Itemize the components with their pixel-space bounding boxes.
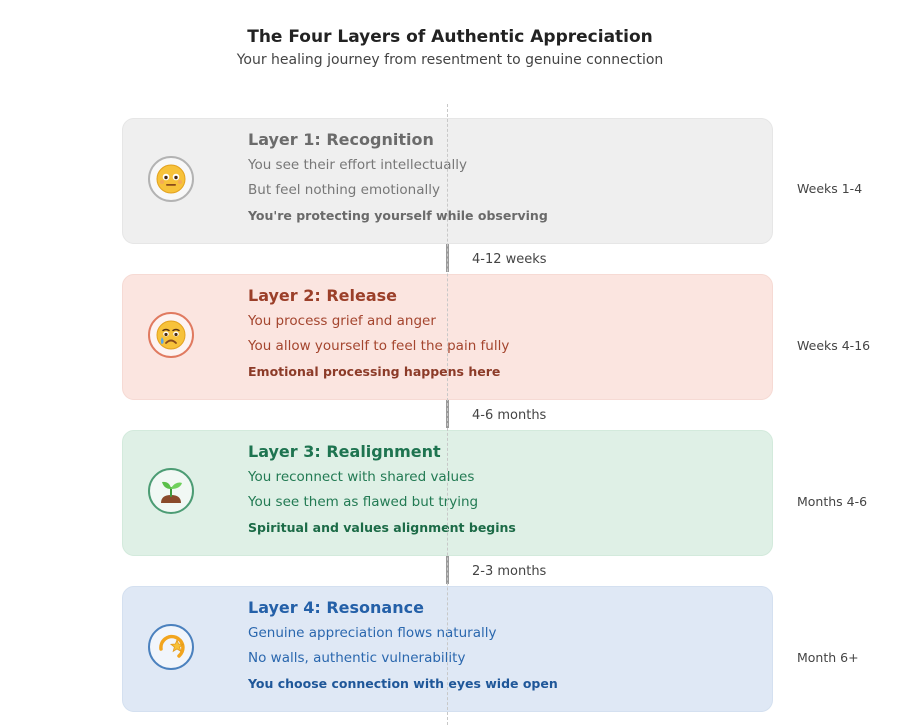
- layer-title: Layer 1: Recognition: [248, 130, 434, 149]
- layer-title: Layer 3: Realignment: [248, 442, 441, 461]
- crying-face-icon: [148, 312, 194, 358]
- timeframe-label: Weeks 4-16: [797, 338, 871, 353]
- seedling-icon: [148, 468, 194, 514]
- page-title: The Four Layers of Authentic Appreciatio…: [247, 27, 653, 47]
- layer-line: Genuine appreciation flows naturally: [248, 625, 497, 641]
- neutral-face-icon: [148, 156, 194, 202]
- timeframe-label: Month 6+: [797, 650, 859, 665]
- layer-line: You allow yourself to feel the pain full…: [248, 338, 510, 354]
- transition-label: 2-3 months: [472, 564, 547, 579]
- layer-line: But feel nothing emotionally: [248, 182, 440, 198]
- layer-title: Layer 2: Release: [248, 286, 398, 305]
- timeline-spine: [447, 104, 448, 725]
- layer-line: You see them as flawed but trying: [248, 494, 479, 510]
- layer-title: Layer 4: Resonance: [248, 598, 424, 617]
- page-subtitle: Your healing journey from resentment to …: [236, 52, 664, 68]
- transition-label: 4-6 months: [472, 408, 547, 423]
- dizzy-star-icon: [148, 624, 194, 670]
- layer-summary: Emotional processing happens here: [248, 364, 501, 379]
- transition-label: 4-12 weeks: [472, 252, 547, 267]
- layer-summary: Spiritual and values alignment begins: [248, 520, 516, 535]
- layer-line: You see their effort intellectually: [248, 157, 467, 173]
- layer-summary: You choose connection with eyes wide ope…: [248, 676, 558, 691]
- layer-line: You reconnect with shared values: [248, 469, 475, 485]
- layer-line: You process grief and anger: [248, 313, 436, 329]
- timeframe-label: Weeks 1-4: [797, 181, 863, 196]
- layer-summary: You're protecting yourself while observi…: [248, 208, 548, 223]
- timeframe-label: Months 4-6: [797, 494, 868, 509]
- layer-line: No walls, authentic vulnerability: [248, 650, 466, 666]
